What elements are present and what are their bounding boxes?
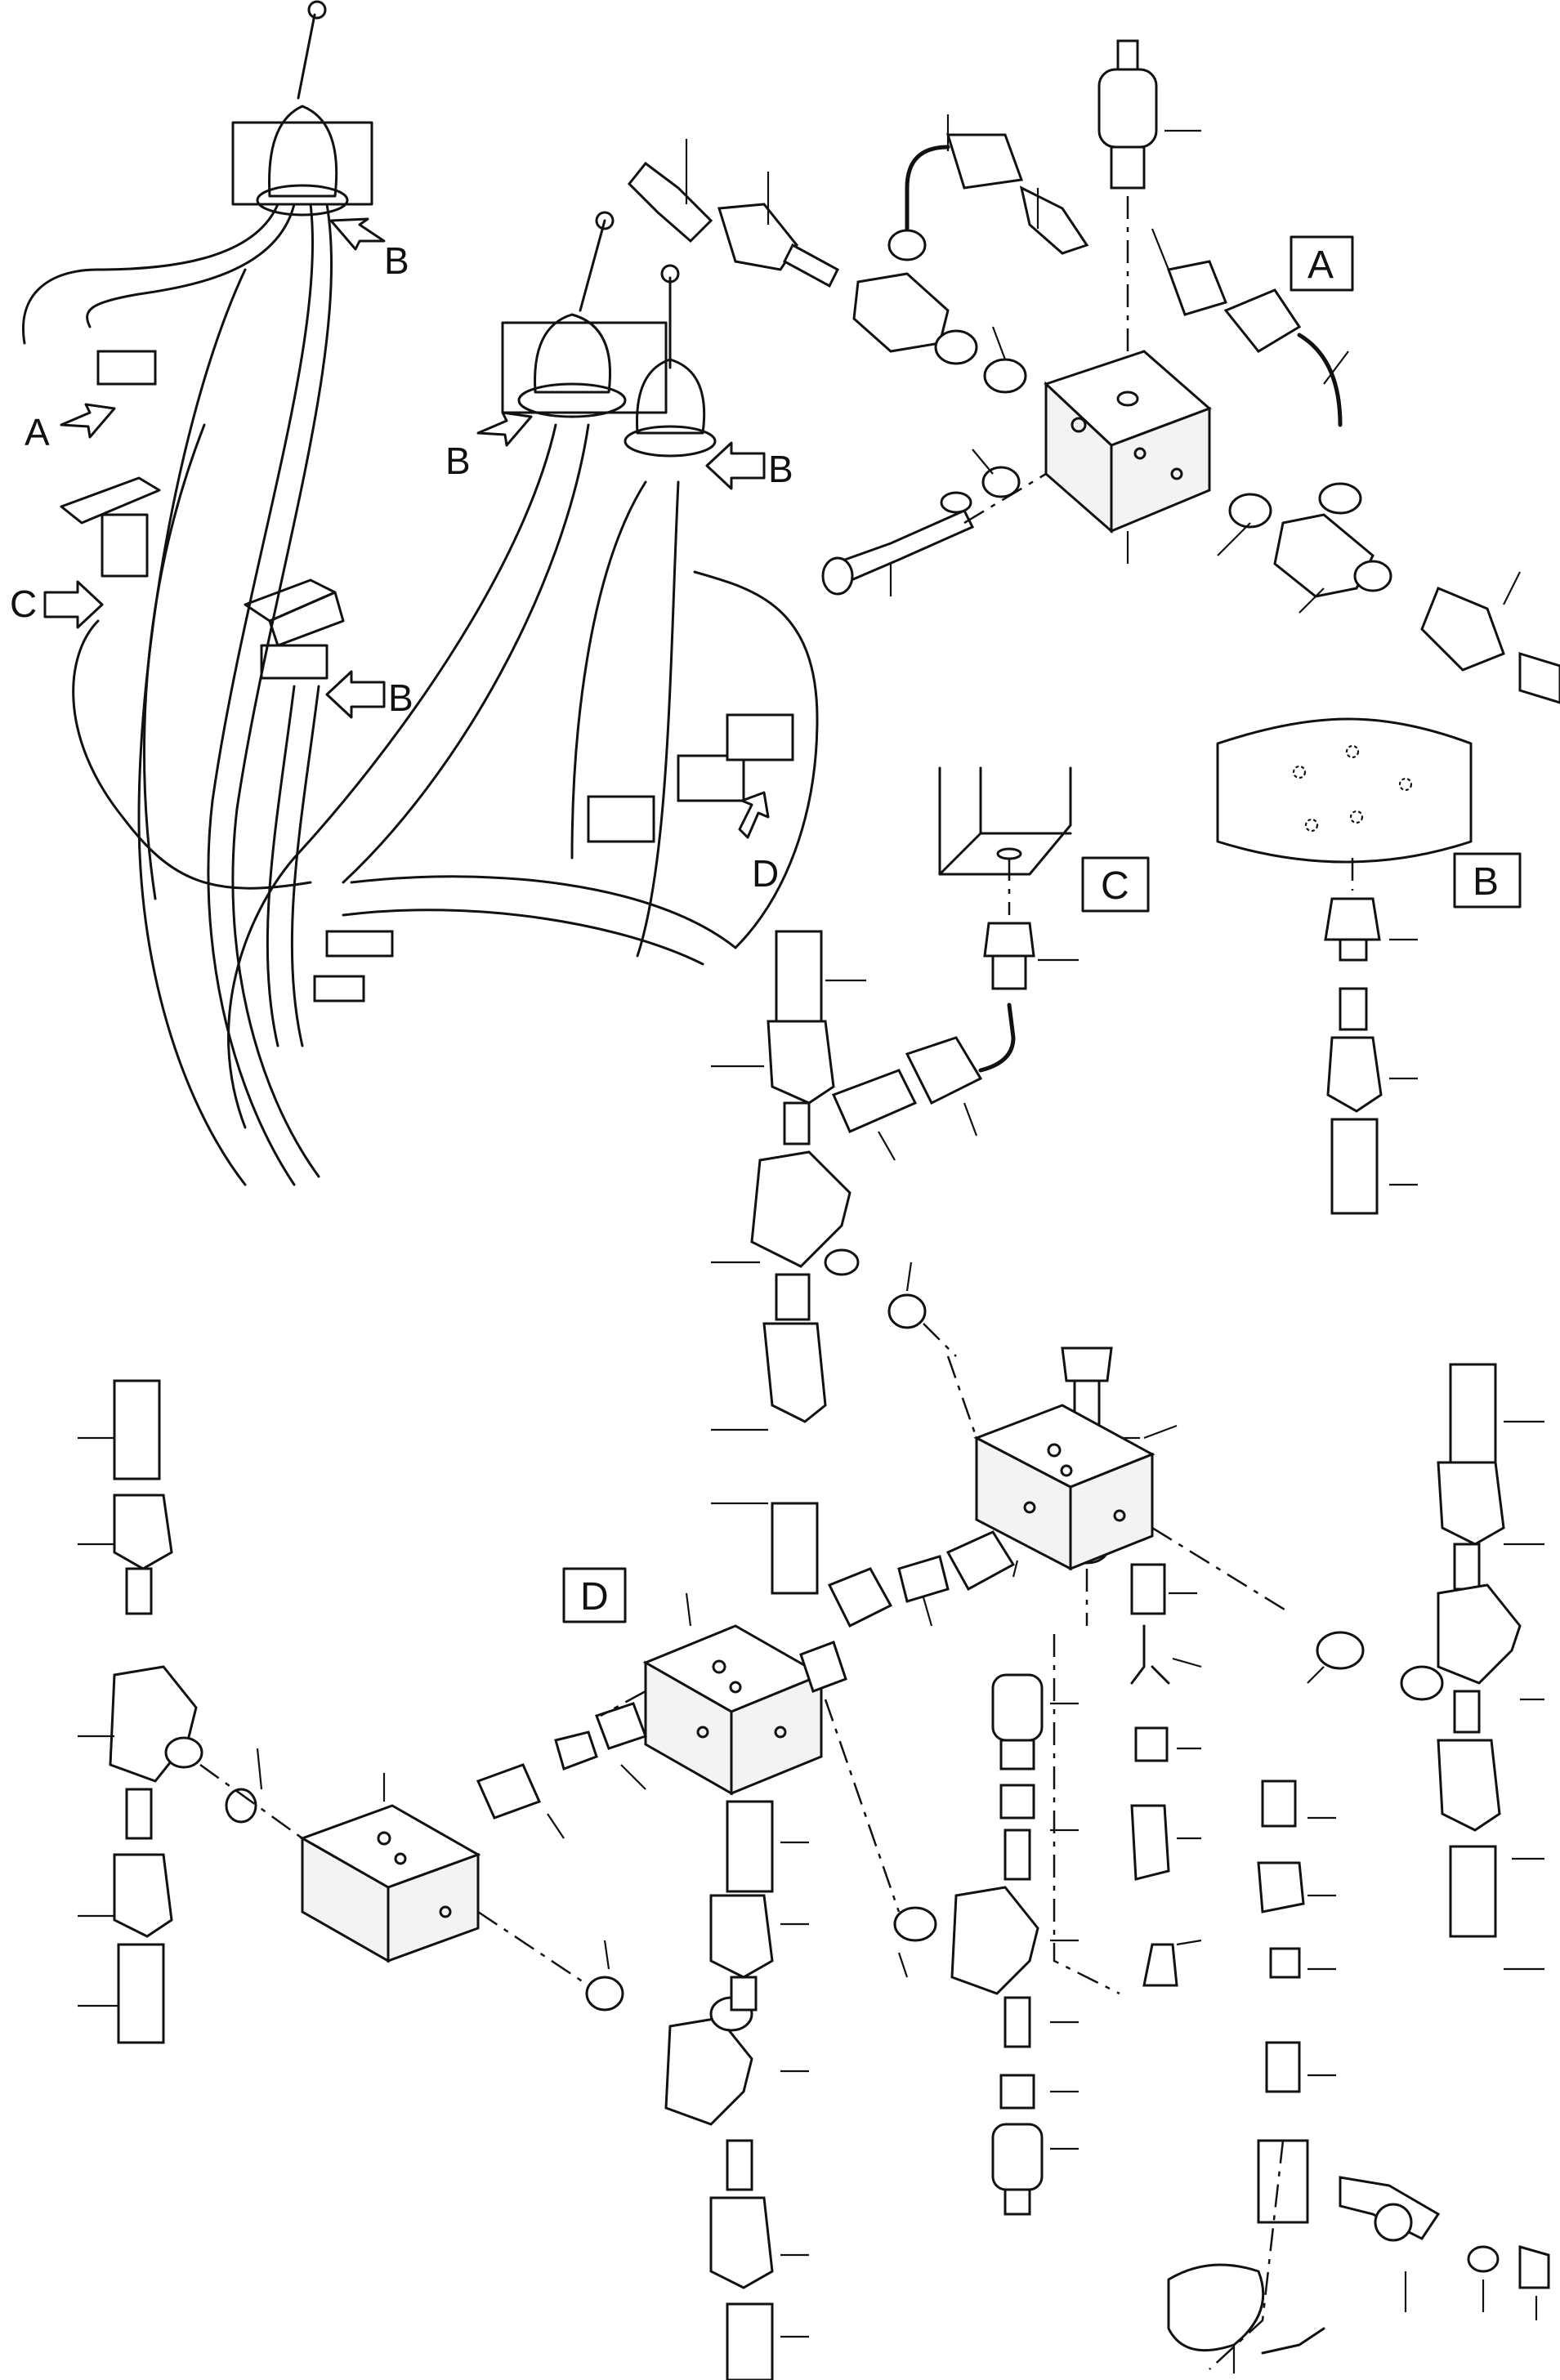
detail-d-valve-block-upper <box>973 1404 1155 1571</box>
arrow-icon <box>705 441 766 490</box>
arrow-icon <box>60 403 116 439</box>
control-lever-left <box>231 0 373 217</box>
connector-group-center <box>1130 1563 1202 1987</box>
connector-group-right <box>1257 1779 1336 2224</box>
detail-b: B <box>1216 717 1522 1215</box>
callout-label-d: D <box>752 852 779 895</box>
detail-box-a-label: A <box>1307 243 1334 287</box>
pressure-switch <box>991 1673 1044 1770</box>
hose-bundle <box>22 203 819 1186</box>
double-pedal <box>244 578 345 680</box>
detail-a-valve-block <box>1044 350 1212 534</box>
detail-d-valve-block-lower <box>299 1804 481 1963</box>
overview-small-valve <box>96 350 157 386</box>
detail-box-c <box>1081 856 1150 913</box>
overview-connector <box>313 930 394 1002</box>
callout-label-b: B <box>768 448 793 490</box>
detail-d-valve-block-middle <box>642 1624 825 1796</box>
control-lever-right <box>624 264 717 458</box>
detail-a: A <box>627 39 1560 704</box>
detail-box-a <box>1290 235 1354 292</box>
arrow-icon <box>43 580 104 629</box>
pressure-switch <box>991 2123 1044 2216</box>
detail-box-b-label: B <box>1473 860 1499 904</box>
detail-box-d-label: D <box>580 1575 609 1619</box>
detail-d: D <box>78 930 1550 2380</box>
detail-box-c-label: C <box>1101 864 1129 908</box>
arrow-icon <box>476 411 533 447</box>
arrow-icon <box>325 670 386 719</box>
detail-box-b <box>1453 852 1522 909</box>
detail-box-d <box>562 1567 627 1623</box>
callout-label-b: B <box>384 239 409 282</box>
callout-label-b: B <box>445 440 471 482</box>
callout-label-a: A <box>25 411 50 453</box>
overview-assembly: B A C B B B D <box>10 0 819 1186</box>
overview-valve-blocks <box>587 713 794 843</box>
pedal-switch <box>60 476 161 578</box>
control-lever-middle <box>501 211 668 418</box>
callout-label-b: B <box>388 676 413 719</box>
detail-c: C <box>831 766 1150 1161</box>
pressure-switch <box>1097 39 1158 190</box>
callout-label-c: C <box>10 583 37 625</box>
arrow-icon <box>329 217 386 251</box>
arrow-icon <box>738 791 770 839</box>
